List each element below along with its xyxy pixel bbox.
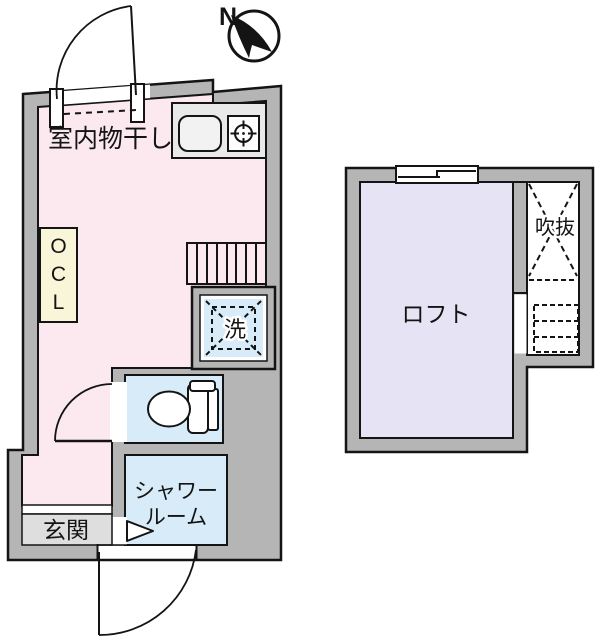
folding-door-icon (126, 520, 154, 542)
loft-plan: ロフト 吹抜 (344, 165, 595, 454)
entrance-floor (21, 513, 113, 546)
shower-label: ルーム (145, 506, 207, 529)
stairs (186, 242, 267, 285)
compass-needle-icon (231, 15, 272, 58)
drying-pole-dashed-line (63, 109, 138, 115)
toilet-door (54, 382, 127, 443)
toilet-room (124, 374, 224, 444)
compass: N (219, 3, 281, 63)
kitchen-counter (171, 102, 267, 159)
north-label: N (219, 3, 237, 31)
balcony-door-leaf (130, 5, 137, 96)
closet-box: O C L (39, 227, 78, 323)
closet-letter: L (53, 291, 65, 314)
unit-1f: 室内物干し O C L (6, 5, 283, 636)
shower-label: シャワー (134, 480, 218, 503)
loft-label: ロフト (402, 301, 471, 327)
loft-floor (359, 181, 514, 439)
toilet-icon (147, 380, 219, 434)
void-area: 吹抜 (526, 181, 580, 356)
ladder-icon (533, 304, 579, 353)
door-jamb (130, 83, 145, 123)
entrance-label: 玄関 (43, 517, 89, 543)
void-label: 吹抜 (535, 216, 575, 239)
washer-area: 洗 (190, 285, 277, 371)
loft-divider-wall (512, 181, 528, 294)
loft-window (395, 165, 479, 184)
entrance-door (96, 544, 198, 636)
entrance-area: 玄関 (21, 504, 113, 546)
entrance-step (21, 504, 113, 515)
laundry-label: 洗 (224, 317, 246, 342)
stove-burner-icon (227, 115, 260, 152)
shower-room: シャワー ルーム (111, 454, 228, 546)
entrance-door-arc (98, 549, 197, 636)
indoor-drying-label: 室内物干し (48, 125, 173, 153)
balcony-door (49, 5, 150, 128)
sink-icon (178, 115, 222, 152)
balcony-door-arc (55, 5, 132, 100)
toilet-door-arc (54, 383, 113, 442)
closet-letter: O (50, 235, 66, 258)
closet-letter: C (51, 263, 66, 286)
